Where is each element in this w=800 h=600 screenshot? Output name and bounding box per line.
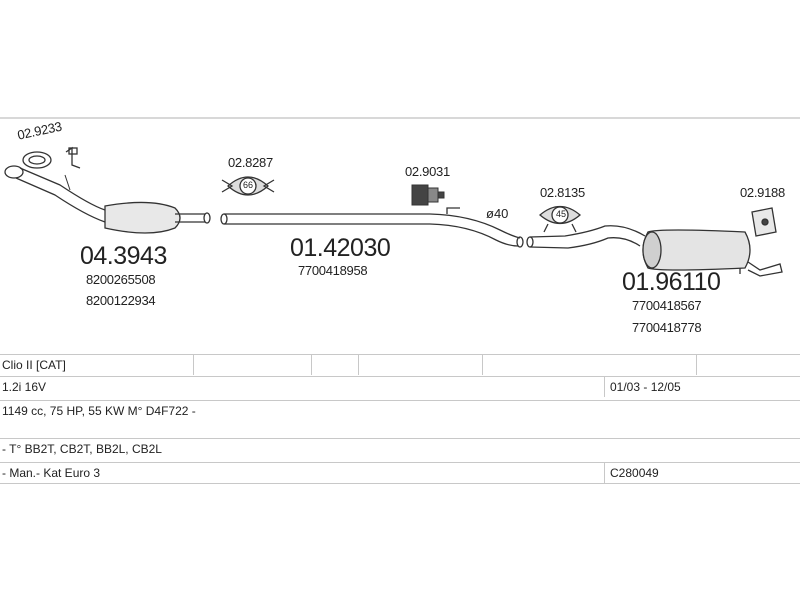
part-code-clamp: 02.8287 bbox=[228, 155, 273, 170]
engine-spec: 1149 cc, 75 HP, 55 KW M° D4F722 - bbox=[2, 404, 196, 418]
oem-number: 7700418778 bbox=[632, 320, 702, 335]
table-row: Clio II [CAT] bbox=[0, 354, 800, 375]
bracket-icon bbox=[751, 207, 777, 237]
table-row: - T° BB2T, CB2T, BB2L, CB2L bbox=[0, 438, 800, 459]
table-row: 1149 cc, 75 HP, 55 KW M° D4F722 - bbox=[0, 400, 800, 421]
engine-label: 1.2i 16V bbox=[2, 380, 47, 394]
oem-number: 7700418567 bbox=[632, 298, 702, 313]
oem-number: 8200122934 bbox=[86, 293, 156, 308]
table-row: 1.2i 16V 01/03 - 12/05 bbox=[0, 376, 800, 397]
reference-code: C280049 bbox=[610, 466, 659, 480]
clamp-badge: 45 bbox=[556, 209, 567, 219]
vehicle-model: Clio II [CAT] bbox=[2, 358, 66, 372]
middle-pipe-drawing bbox=[220, 207, 524, 248]
clamp-icon bbox=[221, 176, 275, 196]
vehicle-types: - T° BB2T, CB2T, BB2L, CB2L bbox=[2, 442, 162, 456]
clamp-icon bbox=[538, 205, 582, 233]
rear-silencer-drawing bbox=[526, 225, 783, 277]
oem-number: 8200265508 bbox=[86, 272, 156, 287]
rubber-mount-icon bbox=[411, 184, 445, 206]
part-code-catalyst: 04.3943 bbox=[80, 242, 167, 270]
gasket-icon bbox=[22, 146, 81, 169]
part-code-rubber-mount: 02.9031 bbox=[405, 164, 450, 179]
production-period: 01/03 - 12/05 bbox=[610, 380, 681, 394]
oem-number: 7700418958 bbox=[298, 263, 368, 278]
part-code-rear-silencer: 01.96110 bbox=[622, 268, 721, 296]
table-row: - Man.- Kat Euro 3 C280049 bbox=[0, 462, 800, 484]
clamp-badge: 66 bbox=[243, 180, 254, 190]
diameter-label: ø40 bbox=[486, 206, 509, 221]
catalytic-converter-drawing bbox=[4, 165, 211, 234]
notes: - Man.- Kat Euro 3 bbox=[2, 466, 101, 480]
part-code-clamp: 02.8135 bbox=[540, 185, 585, 200]
exhaust-drawing bbox=[0, 117, 800, 277]
part-code-bracket: 02.9188 bbox=[740, 185, 785, 200]
part-code-middle-pipe: 01.42030 bbox=[290, 234, 391, 262]
